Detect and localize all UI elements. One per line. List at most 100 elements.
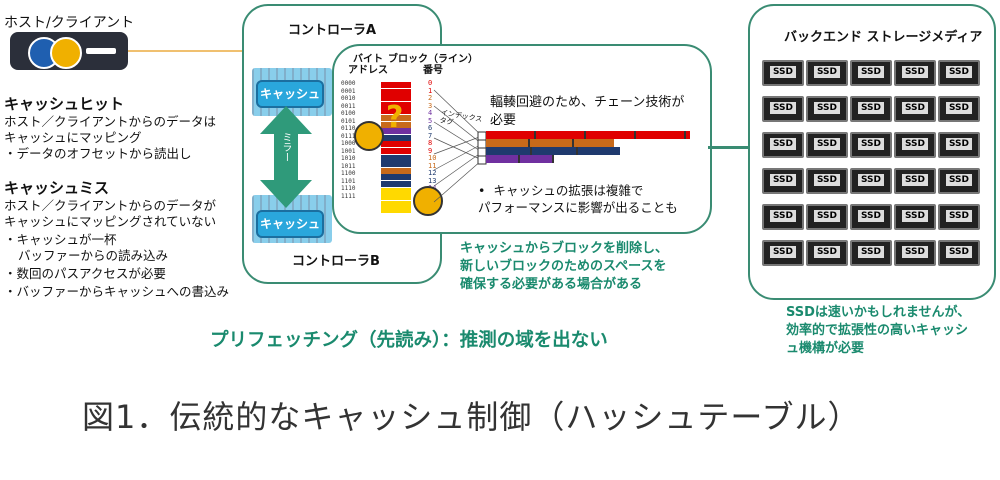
byte-address: 1101 [341,177,356,185]
ssd-drive-icon: SSD [806,96,848,122]
chain-bar-navy [486,147,620,155]
ssd-label: SSD [814,210,840,222]
cache-block [381,167,411,175]
controller-a-label: コントローラA [288,23,377,38]
ssd-label: SSD [902,174,928,186]
question-mark: ? [386,100,404,135]
ssd-drive-icon: SSD [894,96,936,122]
ssd-label: SSD [858,102,884,114]
host-device-icon [10,32,128,70]
expand-note: • キャッシュの拡張は複雑で パフォーマンスに影響が出ることも [478,183,678,215]
cache-block [381,161,411,169]
ssd-label: SSD [858,66,884,78]
block-number: 0 [428,79,433,87]
ssd-drive-icon: SSD [894,204,936,230]
byte-address: 1001 [341,147,356,155]
cache-block [381,121,411,129]
chain-bar-purple [486,155,554,163]
cache-miss-bullet1b: バッファーからの読み込み [18,248,169,263]
cache-block [381,174,411,182]
cache-block [381,128,411,136]
ssd-drive-icon: SSD [806,204,848,230]
block-number: 12 [428,169,437,177]
ssd-drive-icon: SSD [938,240,980,266]
ssd-drive-icon: SSD [850,132,892,158]
cache-block [381,141,411,149]
mirror-double-arrow-icon [260,106,312,208]
cache-block [381,95,411,103]
ssd-drive-icon: SSD [938,60,980,86]
mapping-lines [433,89,487,203]
hit-marker-circle [354,121,384,151]
ssd-label: SSD [902,138,928,150]
ssd-label: SSD [814,246,840,258]
block-number: 11 [428,161,437,170]
figure-caption: 図1．伝統的なキャッシュ制御（ハッシュテーブル） [82,398,861,436]
ssd-label: SSD [814,174,840,186]
prefetch-note: プリフェッチング（先読み）：推測の域を出ない [210,330,608,351]
ssd-label: SSD [946,102,972,114]
ssd-drive-icon: SSD [762,60,804,86]
cache-miss-bullet2: ・数回のパスアクセスが必要 [4,266,166,281]
cache-block [381,101,411,109]
ssd-drive-icon: SSD [894,168,936,194]
block-number: 5 [428,116,433,125]
cache-block [381,134,411,142]
block-number: 2 [428,94,433,102]
ssd-label: SSD [946,210,972,222]
byte-address: 0011 [341,102,356,110]
cache-block [381,181,411,188]
ssd-label: SSD [946,246,972,258]
cache-block [381,82,411,89]
block-number: 13 [428,176,437,185]
block-number: 3 [428,101,433,110]
storage-note: SSDは速いかもしれませんが、 効率的で拡張性の高いキャッシ ュ機構が必要 [786,305,971,356]
ssd-label: SSD [770,66,796,78]
chain-bar-orange [486,139,614,147]
byte-address: 1010 [341,155,356,162]
byte-address: 0111 [341,132,356,140]
byte-address: 0110 [341,125,356,132]
ssd-drive-icon: SSD [938,204,980,230]
block-number: 4 [428,109,433,117]
ssd-drive-icon: SSD [850,240,892,266]
ssd-label: SSD [770,210,796,222]
controller-b-label: コントローラB [292,254,380,269]
cache-hit-title: キャッシュヒット [4,95,125,113]
ssd-label: SSD [858,210,884,222]
block-number-header: ブロック（ライン） 番号 [388,54,478,76]
ssd-drive-icon: SSD [938,168,980,194]
ssd-label: SSD [770,138,796,150]
byte-address: 0100 [341,110,356,117]
chain-bar-red [486,131,690,139]
cache-block [381,88,411,96]
block-column [381,82,411,215]
ssd-drive-icon: SSD [806,240,848,266]
ssd-drive-icon: SSD [850,204,892,230]
mirror-label: ミラー [280,132,291,162]
cache-block [381,148,411,155]
byte-address: 1100 [341,170,356,177]
ssd-label: SSD [902,66,928,78]
ssd-label: SSD [946,138,972,150]
ssd-drive-icon: SSD [762,240,804,266]
cache-block [381,115,411,122]
storage-connector-line [708,146,752,149]
ssd-label: SSD [814,102,840,114]
byte-address: 0101 [341,117,356,125]
cache-block [381,187,411,195]
ssd-drive-icon: SSD [762,132,804,158]
ssd-label: SSD [770,174,796,186]
block-number: 1 [428,86,433,95]
ssd-label: SSD [770,102,796,114]
host-connector-line [128,50,246,52]
ssd-drive-icon: SSD [762,168,804,194]
block-number: 6 [428,124,433,132]
ssd-drive-icon: SSD [850,168,892,194]
ssd-drive-icon: SSD [762,204,804,230]
ssd-label: SSD [902,210,928,222]
ssd-label: SSD [858,174,884,186]
cache-block [381,194,411,202]
ssd-drive-icon: SSD [938,132,980,158]
